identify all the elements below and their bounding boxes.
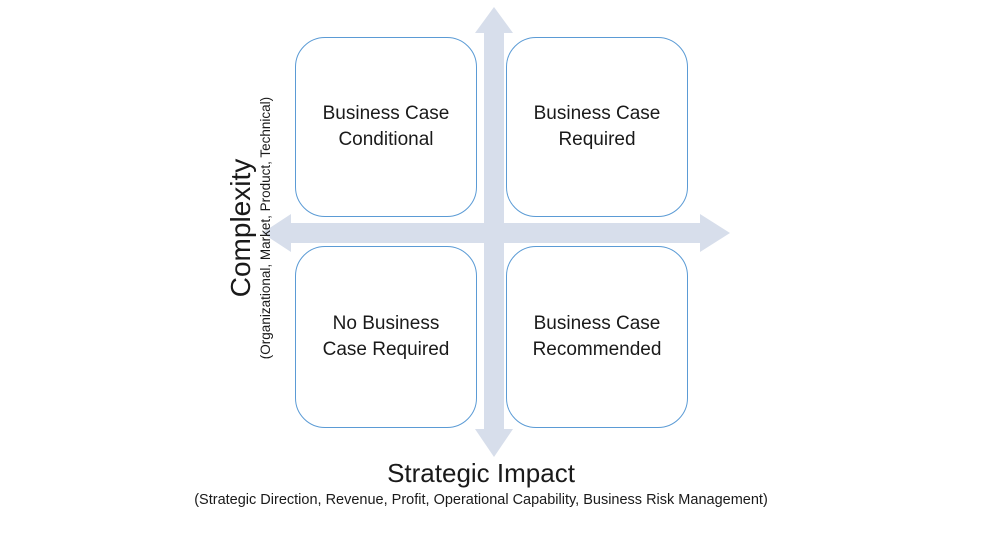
x-axis-subtitle: (Strategic Direction, Revenue, Profit, O… (194, 492, 768, 508)
quadrant-label-line: No Business (332, 313, 440, 334)
quadrant-label-line: Case Required (322, 339, 450, 360)
quadrant-label-line: Business Case (322, 103, 450, 124)
horizontal-axis-arrow (262, 214, 730, 252)
quadrant-bottom-left: No Business Case Required (295, 246, 477, 428)
quadrant-label-line: Business Case (533, 103, 661, 124)
quadrant-top-right: Business Case Required (506, 37, 688, 217)
y-axis-label: Complexity (Organizational, Market, Prod… (224, 97, 274, 359)
y-axis-subtitle: (Organizational, Market, Product, Techni… (258, 96, 273, 360)
quadrant-label-line: Conditional (338, 129, 434, 150)
quadrant-label-line: Required (558, 129, 636, 150)
quadrant-top-left: Business Case Conditional (295, 37, 477, 217)
y-axis-title: Complexity (225, 158, 256, 298)
quadrant-label-line: Recommended (532, 339, 662, 360)
x-axis-title: Strategic Impact (387, 458, 575, 488)
quadrant-bottom-right: Business Case Recommended (506, 246, 688, 428)
quadrant-label-line: Business Case (533, 313, 661, 334)
x-axis-label: Strategic Impact (Strategic Direction, R… (194, 458, 768, 510)
